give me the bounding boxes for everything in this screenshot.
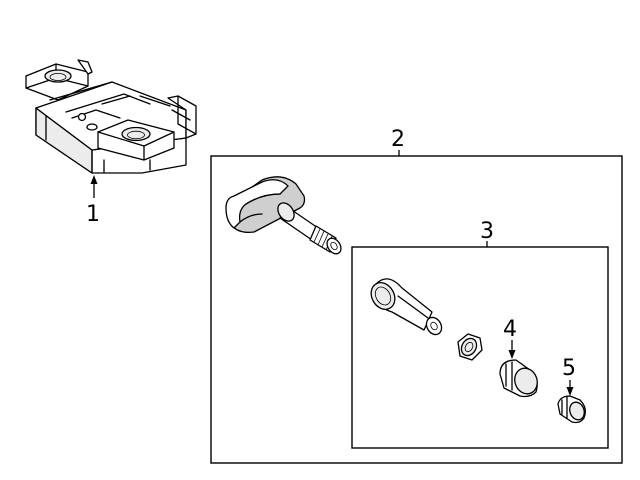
control-module-illustration xyxy=(25,59,197,174)
callout-1-leader xyxy=(90,175,98,198)
sensor-kit-frame xyxy=(210,155,623,464)
callout-5-leader xyxy=(566,380,574,396)
valve-kit-frame xyxy=(351,246,609,449)
valve-core-illustration xyxy=(557,395,586,424)
callout-4-label: 4 xyxy=(503,317,517,342)
valve-cap-illustration xyxy=(499,359,538,398)
callout-4-leader xyxy=(508,340,516,359)
valve-stem-illustration xyxy=(370,278,443,336)
callout-5-label: 5 xyxy=(562,356,576,381)
callout-3-label: 3 xyxy=(480,219,494,244)
callout-2-label: 2 xyxy=(391,127,405,152)
tpms-sensor-illustration xyxy=(225,176,342,255)
seal-washer-illustration xyxy=(457,333,483,361)
callout-1-label: 1 xyxy=(86,202,100,227)
